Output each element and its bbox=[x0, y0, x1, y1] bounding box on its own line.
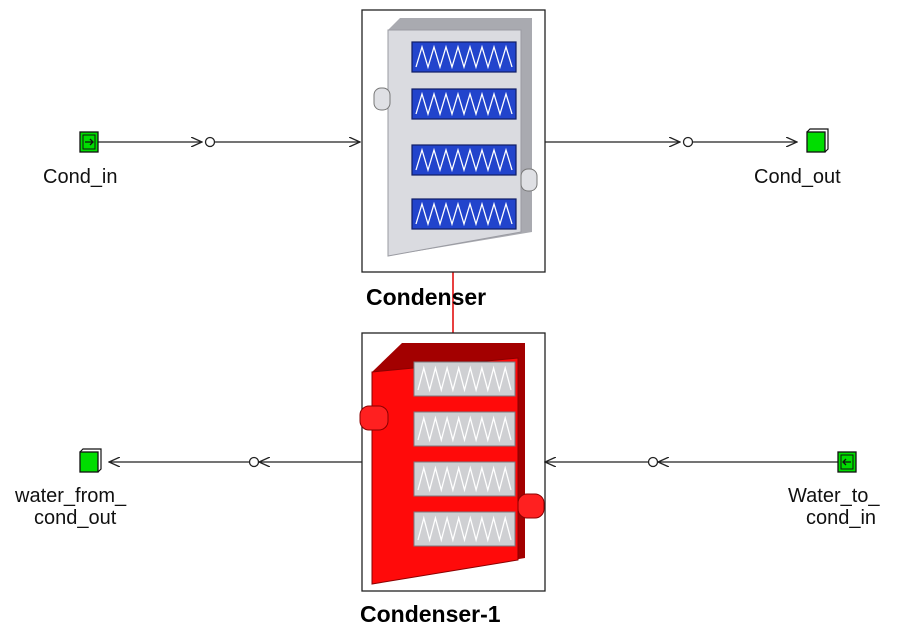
condenser-1-coil-zigzag bbox=[417, 365, 512, 393]
stream-label-water-from-line2[interactable]: cond_out bbox=[34, 507, 117, 529]
stream-water-to-cond-in[interactable] bbox=[545, 456, 838, 468]
stream-label-water-from-line1[interactable]: water_from_ bbox=[15, 485, 127, 507]
product-port-icon[interactable] bbox=[806, 128, 829, 153]
condenser-1-nozzle-left bbox=[359, 405, 389, 431]
condenser-coil-zigzag bbox=[415, 44, 513, 70]
stream-cond-out[interactable] bbox=[545, 136, 797, 148]
condenser-coil-zigzag bbox=[415, 201, 513, 227]
condenser-coil-zigzag bbox=[415, 147, 513, 173]
stream-node-circle bbox=[204, 136, 216, 148]
condenser-1-coil-zigzag bbox=[417, 415, 512, 443]
condenser-block[interactable] bbox=[361, 9, 546, 273]
stream-cond-in[interactable] bbox=[98, 136, 360, 148]
stream-node-circle bbox=[248, 456, 260, 468]
block-label-condenser-1[interactable]: Condenser-1 bbox=[360, 601, 501, 627]
condenser-nozzle-left bbox=[373, 87, 391, 111]
product-port-icon[interactable] bbox=[79, 448, 102, 473]
condenser-1-block[interactable] bbox=[359, 332, 546, 592]
feed-port-icon[interactable] bbox=[837, 451, 857, 473]
stream-label-cond-out[interactable]: Cond_out bbox=[754, 166, 841, 188]
feed-port-icon[interactable] bbox=[79, 131, 99, 153]
stream-water-from-cond-out[interactable] bbox=[109, 456, 362, 468]
block-label-condenser[interactable]: Condenser bbox=[366, 284, 487, 310]
stream-label-cond-in[interactable]: Cond_in bbox=[43, 166, 118, 188]
condenser-1-nozzle-right bbox=[517, 493, 545, 519]
stream-label-water-to-line2[interactable]: cond_in bbox=[806, 507, 877, 529]
stream-label-water-to-line1[interactable]: Water_to_ bbox=[788, 485, 880, 507]
condenser-coil-panel bbox=[411, 144, 517, 176]
condenser-coil-zigzag bbox=[415, 91, 513, 117]
stream-node-circle bbox=[682, 136, 694, 148]
stream-node-circle bbox=[647, 456, 659, 468]
condenser-nozzle-right bbox=[520, 168, 538, 192]
condenser-1-coil-zigzag bbox=[417, 465, 512, 493]
condenser-1-coil-zigzag bbox=[417, 515, 512, 543]
